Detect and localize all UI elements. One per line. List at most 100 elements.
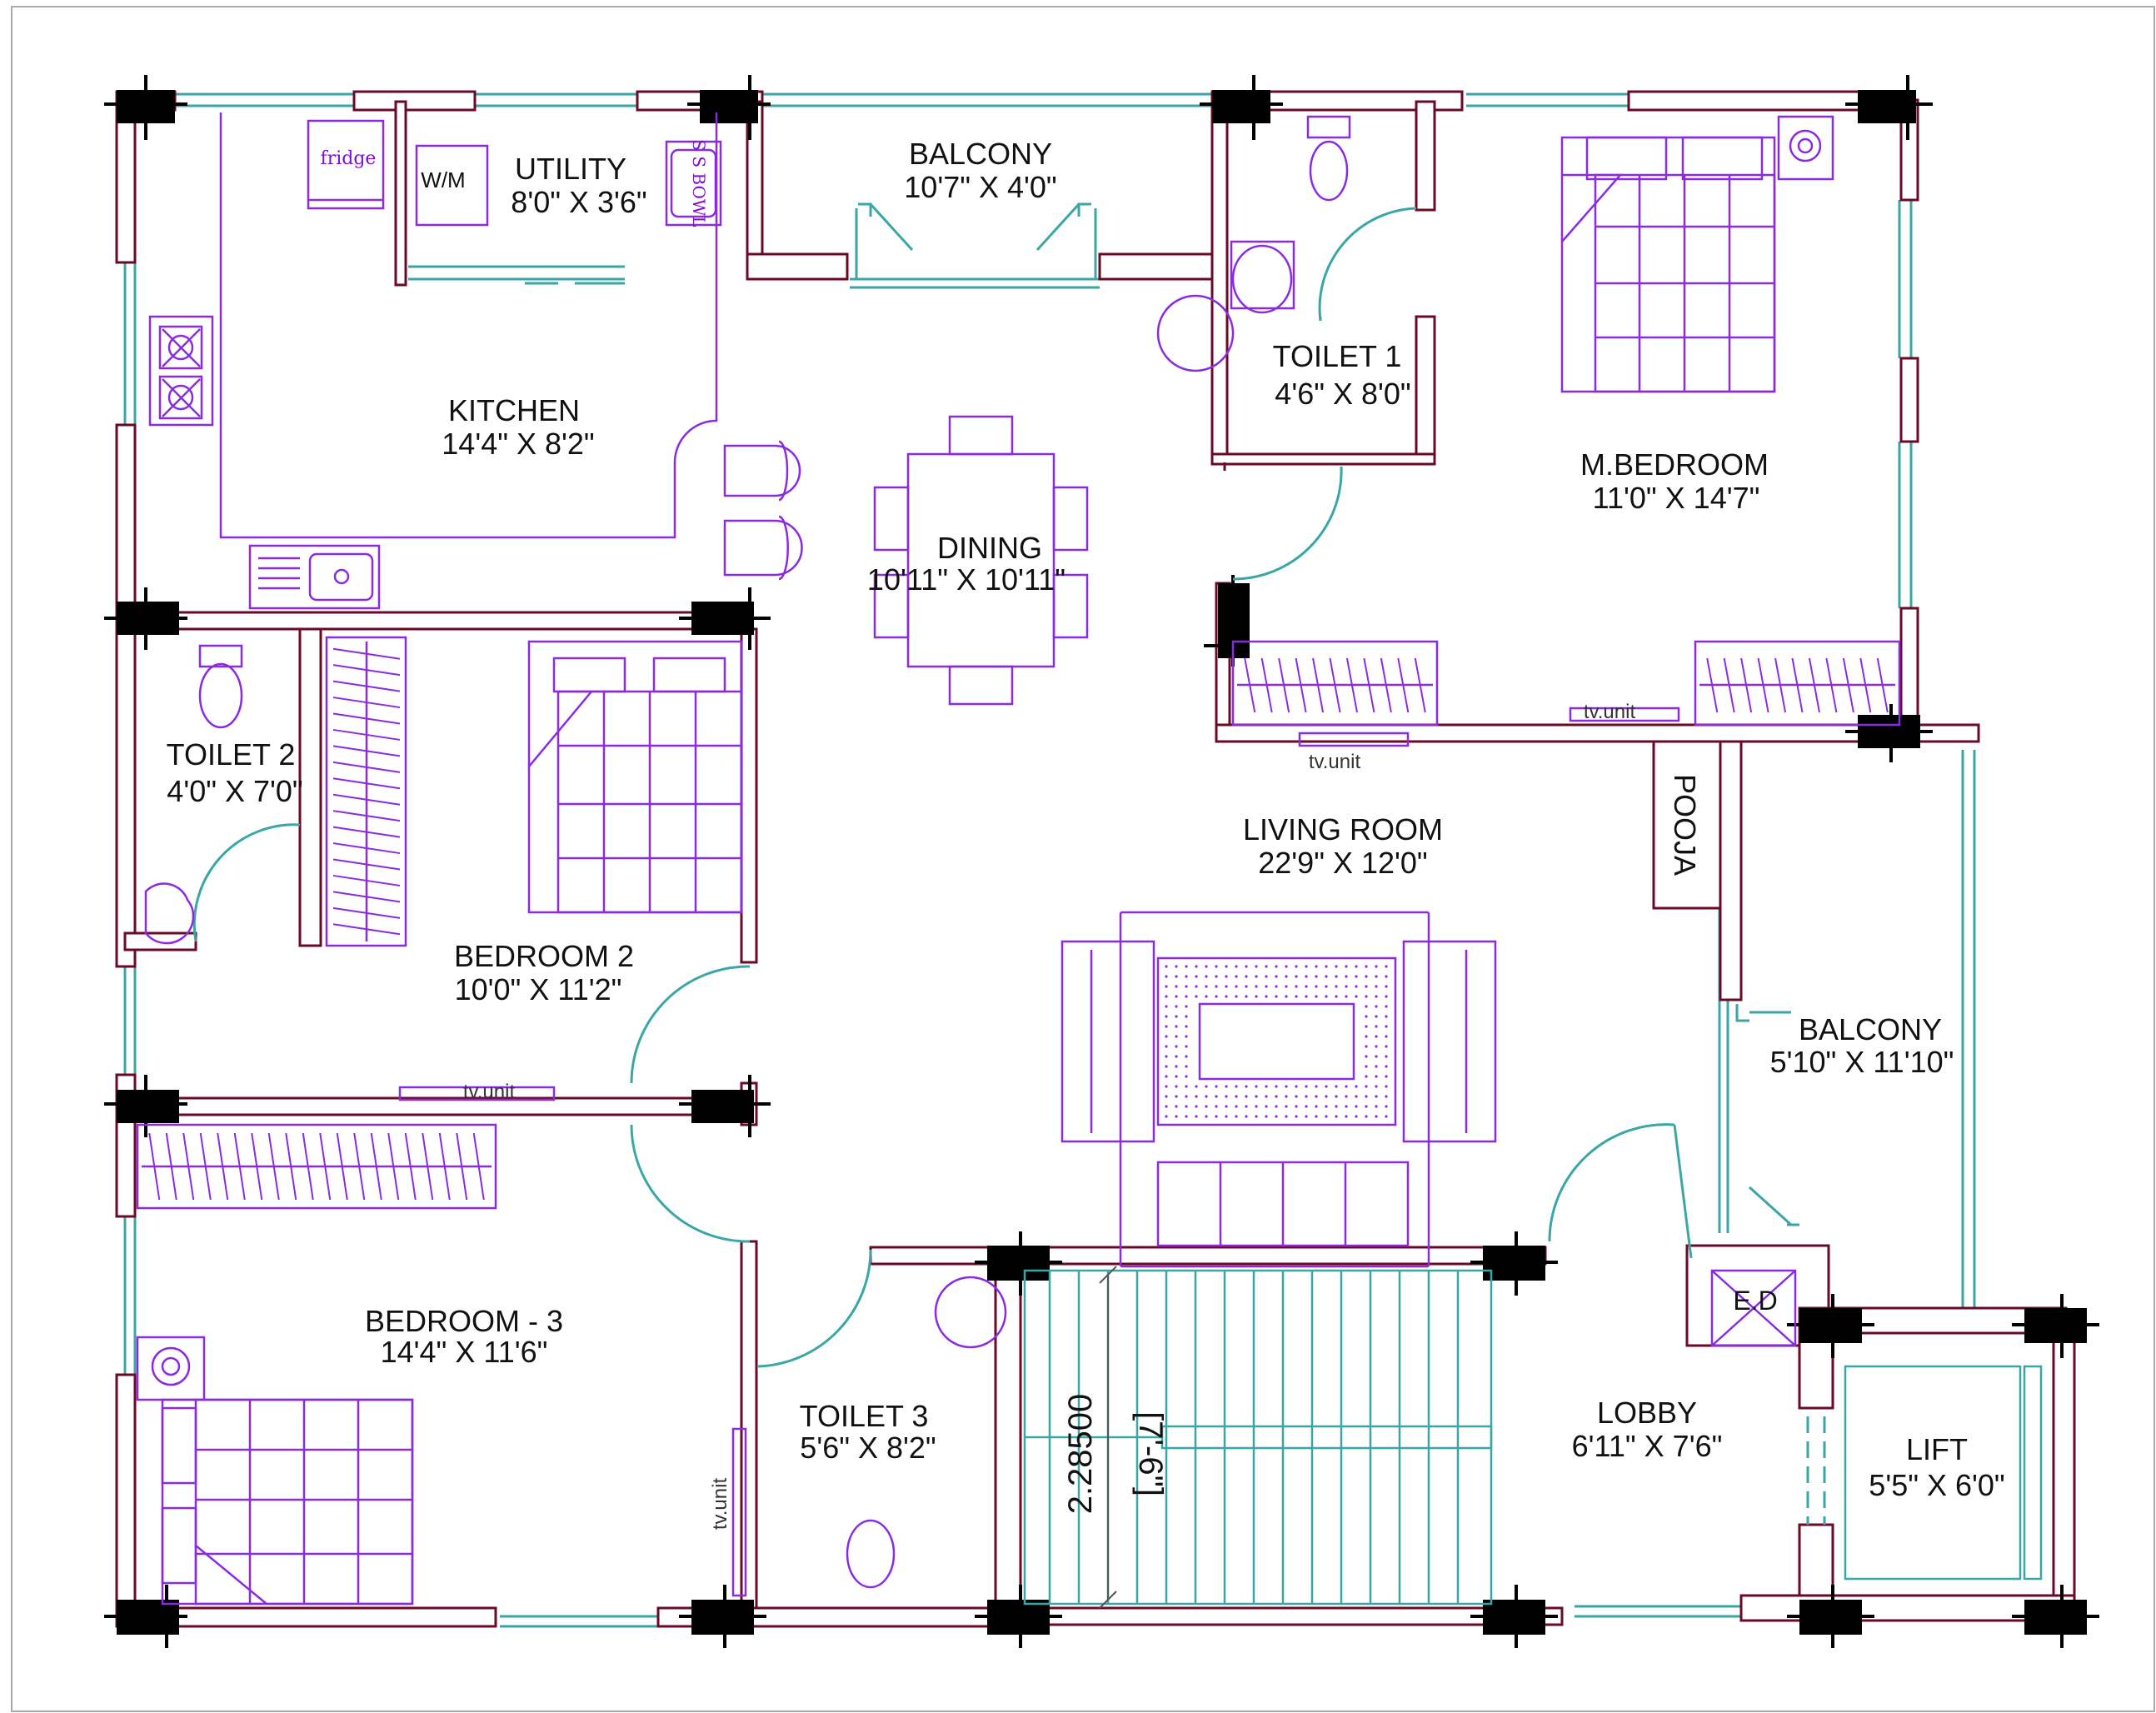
- ed-name: E.D: [1733, 1286, 1777, 1316]
- bedroom3-bed-grid: [194, 1398, 414, 1606]
- wardrobe-2: [1694, 640, 1901, 727]
- rug-dot: [1175, 1025, 1178, 1028]
- rug-dot: [1185, 1005, 1188, 1008]
- rug-dot: [1245, 965, 1248, 968]
- rug-dot: [1275, 1105, 1278, 1108]
- rug-dot: [1245, 1115, 1248, 1118]
- rug-dot: [1215, 1105, 1218, 1108]
- door-toilet2: [192, 823, 301, 942]
- mbedroom-name: M.BEDROOM: [1580, 447, 1769, 482]
- toilet1-wc-icon: [1309, 140, 1349, 202]
- rug-dot: [1235, 985, 1238, 988]
- rug-dot: [1185, 1035, 1188, 1038]
- rug-dot: [1295, 975, 1298, 978]
- rug: [1156, 956, 1397, 1126]
- toilet3-name: TOILET 3: [800, 1399, 929, 1433]
- column-10: [679, 1075, 771, 1137]
- rug-dot: [1175, 1095, 1178, 1098]
- rug-dot: [1325, 1095, 1328, 1098]
- washbasin-icon: [1156, 294, 1235, 372]
- rug-dot: [1365, 1035, 1368, 1038]
- rug-dot: [1385, 995, 1388, 998]
- columns: [104, 75, 2099, 1648]
- rug-dot: [1375, 995, 1378, 998]
- rug-dot: [1165, 995, 1168, 998]
- rug-dot: [1345, 1085, 1348, 1088]
- rug-dot: [1365, 1095, 1368, 1098]
- rug-dot: [1165, 1025, 1168, 1028]
- rug-dot: [1185, 1045, 1188, 1048]
- lobby-size: 6'11" X 7'6": [1572, 1429, 1723, 1463]
- rug-dot: [1255, 975, 1258, 978]
- rug-dot: [1205, 965, 1208, 968]
- rug-dot: [1205, 995, 1208, 998]
- rug-dot: [1275, 985, 1278, 988]
- living-size: 22'9" X 12'0": [1258, 846, 1427, 880]
- balcony-right-name: BALCONY: [1799, 1012, 1942, 1046]
- rug-dot: [1195, 1105, 1198, 1108]
- rug-dot: [1385, 1065, 1388, 1068]
- rug-dot: [1165, 1015, 1168, 1018]
- rug-pattern: [1165, 965, 1388, 1118]
- utility-size: 8'0" X 3'6": [511, 185, 646, 219]
- wardrobe-hangers: [332, 647, 401, 936]
- rug-dot: [1175, 1035, 1178, 1038]
- rug-dot: [1365, 1115, 1368, 1118]
- rug-dot: [1365, 1005, 1368, 1008]
- rug-dot: [1365, 1015, 1368, 1018]
- rug-dot: [1365, 1075, 1368, 1078]
- rug-dot: [1175, 1115, 1178, 1118]
- rug-dot: [1165, 965, 1168, 968]
- rug-dot: [1225, 1085, 1228, 1088]
- rug-dot: [1165, 1055, 1168, 1058]
- rug-dot: [1385, 975, 1388, 978]
- sofa-right: [1402, 940, 1497, 1143]
- rug-dot: [1285, 1105, 1288, 1108]
- rug-dot: [1195, 965, 1198, 968]
- rug-dot: [1245, 1105, 1248, 1108]
- rug-dot: [1265, 1115, 1268, 1118]
- rug-dot: [1345, 995, 1348, 998]
- bedroom2-name: BEDROOM 2: [454, 939, 634, 973]
- rug-dot: [1275, 1095, 1278, 1098]
- rug-dot: [1365, 985, 1368, 988]
- rug-dot: [1315, 975, 1318, 978]
- rug-dot: [1205, 1085, 1208, 1088]
- rug-dot: [1335, 1115, 1338, 1118]
- rug-dot: [1335, 985, 1338, 988]
- rug-dot: [1355, 1105, 1358, 1108]
- rug-dot: [1325, 985, 1328, 988]
- rug-dot: [1305, 965, 1308, 968]
- stove-icon: [148, 315, 214, 427]
- rug-dot: [1255, 1095, 1258, 1098]
- rug-dot: [1165, 1065, 1168, 1068]
- rug-dot: [1275, 1085, 1278, 1088]
- rug-dot: [1385, 1015, 1388, 1018]
- rug-dot: [1255, 1105, 1258, 1108]
- fixture-labels: fridge W/M S S BOWL tv.unit tv.unit tv.u…: [321, 139, 1636, 1530]
- rug-dot: [1245, 1095, 1248, 1098]
- tv-unit-bedroom3: tv.unit: [709, 1478, 731, 1531]
- rug-dot: [1175, 1085, 1178, 1088]
- column-2: [687, 75, 771, 140]
- rug-dot: [1285, 965, 1288, 968]
- rug-dot: [1195, 1085, 1198, 1088]
- rug-dot: [1265, 965, 1268, 968]
- rug-dot: [1385, 1055, 1388, 1058]
- balcony-top-size: 10'7" X 4'0": [904, 170, 1056, 204]
- rug-dot: [1305, 1115, 1308, 1118]
- column-17: [975, 1585, 1062, 1648]
- lift-fixtures: [1710, 1269, 1797, 1347]
- rug-dot: [1285, 1095, 1288, 1098]
- rug-dot: [1375, 1025, 1378, 1028]
- rug-dot: [1185, 975, 1188, 978]
- column-4: [1845, 75, 1933, 140]
- rug-dot: [1185, 1055, 1188, 1058]
- rug-dot: [1315, 1085, 1318, 1088]
- rug-dot: [1235, 1105, 1238, 1108]
- lobby-name: LOBBY: [1597, 1396, 1697, 1430]
- door-mbedroom: [1232, 466, 1343, 581]
- rug-dot: [1215, 975, 1218, 978]
- rug-dot: [1275, 975, 1278, 978]
